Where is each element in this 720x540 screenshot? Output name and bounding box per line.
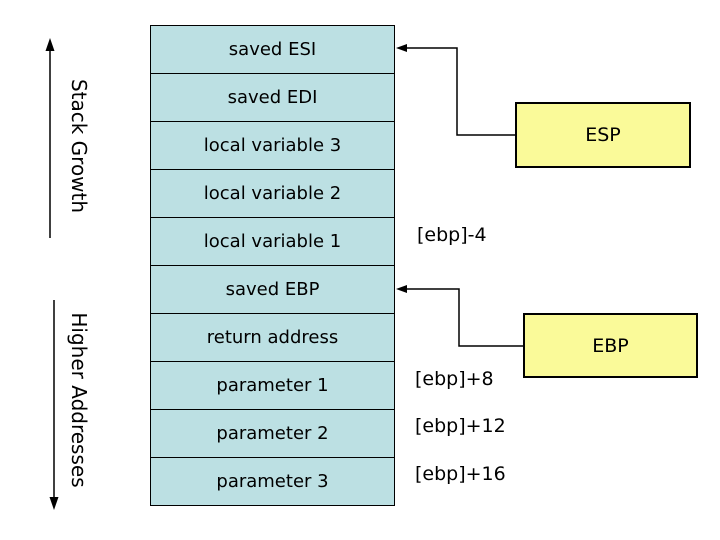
stack-growth-label: Stack Growth [67,78,91,214]
stack-growth-up-arrow [45,38,55,238]
higher-addresses-label: Higher Addresses [67,312,91,488]
stack-cell-local-var-1: local variable 1 [150,217,395,266]
stack-cell-saved-edi: saved EDI [150,73,395,122]
stack-cell-parameter-2: parameter 2 [150,409,395,458]
stack-cell-local-var-3: local variable 3 [150,121,395,170]
stack-cell-local-var-2: local variable 2 [150,169,395,218]
stack-cell-parameter-3: parameter 3 [150,457,395,506]
ebp-register-box: EBP [523,313,698,378]
stack-cell-saved-ebp: saved EBP [150,265,395,314]
esp-register-box: ESP [515,102,691,168]
offset-label-ebp-plus-12: [ebp]+12 [415,415,506,437]
ebp-connector-arrow [396,285,523,347]
higher-addresses-down-arrow [49,300,59,510]
offset-label-ebp-minus-4: [ebp]-4 [417,224,487,246]
stack-cell-parameter-1: parameter 1 [150,361,395,410]
esp-connector-arrow [396,44,515,136]
stack-memory-table: saved ESI saved EDI local variable 3 loc… [150,25,395,506]
offset-label-ebp-plus-16: [ebp]+16 [415,463,506,485]
offset-label-ebp-plus-8: [ebp]+8 [415,368,494,390]
stack-cell-return-address: return address [150,313,395,362]
stack-cell-saved-esi: saved ESI [150,25,395,74]
